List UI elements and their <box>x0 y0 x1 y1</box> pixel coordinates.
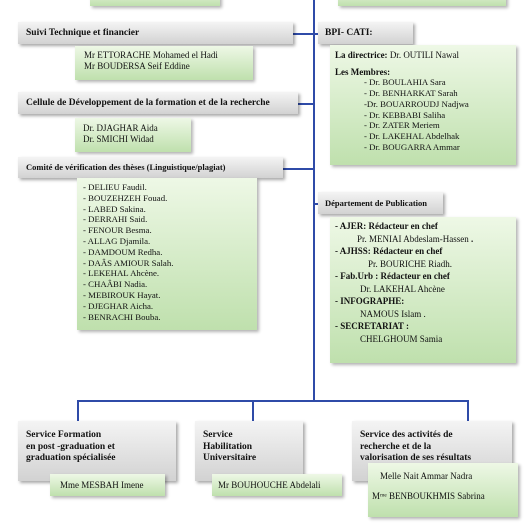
comite-members-box: - DELIEU Faudil. - BOUZEHZEH Fouad. - LA… <box>77 178 257 330</box>
publication-entry-label: - INFOGRAPHE: <box>335 296 405 306</box>
comite-title: Comité de vérification des thèses (Lingu… <box>26 162 226 172</box>
bpi-header: BPI- CATI: <box>318 22 413 44</box>
publication-connector <box>313 203 319 205</box>
bpi-member: - Dr. KEBBABI Saliha <box>364 109 446 120</box>
suivi-title: Suivi Technique et financier <box>26 28 140 38</box>
publication-entry-name: NAMOUS Islam . <box>360 308 426 319</box>
comite-member: - LABED Sakina. <box>83 203 146 214</box>
bpi-directrice-line: La directrice: Dr. OUTILI Nawal <box>335 50 516 61</box>
publication-header: Département de Publication <box>318 192 443 214</box>
comite-member: - DAÂS AMIOUR Salah. <box>83 257 174 268</box>
publication-title: Département de Publication <box>325 198 427 208</box>
service-formation-members-box: Mme MESBAH Imene <box>50 474 165 496</box>
comite-member: - MEBIROUK Hayat. <box>83 289 161 300</box>
bpi-membres-label: Les Membres: <box>335 66 391 77</box>
cellule-member: Dr. DJAGHAR Aida <box>83 123 158 133</box>
comite-member: - DERRAHI Said. <box>83 214 148 225</box>
suivi-member: Mr BOUDERSA Seif Eddine <box>84 60 190 71</box>
comite-member: - DJEGHAR Aicha. <box>83 300 154 311</box>
cellule-connector <box>298 103 314 105</box>
cellule-member: Dr. SMICHI Widad <box>83 133 154 144</box>
publication-entry-name: Pr. BOURICHE Riadh. <box>368 258 453 269</box>
bpi-member: - Dr. ZATER Meriem <box>364 120 440 131</box>
service-formation-header: Service Formation en post -graduation et… <box>18 421 176 481</box>
publication-entry-label: - AJHSS: Rédacteur en chef <box>335 246 443 256</box>
comite-member: - LEKEHAL Ahcène. <box>83 268 160 279</box>
service-habilitation-members-box: Mr BOUHOUCHE Abdelali <box>212 474 342 496</box>
publication-entry-label: - AJER: Rédacteur en chef <box>335 221 438 231</box>
comite-member: - DELIEU Faudil. <box>83 182 147 192</box>
publication-entry-name: CHELGHOUM Samia <box>360 333 443 344</box>
comite-connector <box>282 168 314 170</box>
bpi-directrice-label: La directrice: <box>335 50 388 60</box>
cellule-header: Cellule de Développement de la formation… <box>18 92 298 114</box>
comite-member: - BENRACHI Bouba. <box>83 311 161 322</box>
comite-member: - ALLAG Djamila. <box>83 235 151 246</box>
comite-member: - FENOUR Besma. <box>83 225 152 236</box>
top-right-box-partial <box>338 0 506 6</box>
main-trunk-line <box>313 0 315 400</box>
publication-entry-label: - Fab.Urb : Rédacteur en chef <box>335 271 450 281</box>
service-recherche-member: Melle Nait Ammar Nadra <box>380 471 473 481</box>
publication-entries-box: - AJER: Rédacteur en chef Pr. MENIAI Abd… <box>330 217 516 363</box>
suivi-header: Suivi Technique et financier <box>18 22 293 44</box>
bpi-members-box: La directrice: Dr. OUTILI Nawal Les Memb… <box>330 45 516 165</box>
service-habilitation-header: Service Habilitation Universitaire <box>195 421 303 481</box>
service-recherche-member: Mᵐᵉ BENBOUKHMIS Sabrina <box>372 491 485 501</box>
bottom-drop-2 <box>252 400 254 421</box>
bottom-drop-1 <box>77 400 79 421</box>
comite-member: - DAMDOUM Redha. <box>83 246 163 257</box>
cellule-title: Cellule de Développement de la formation… <box>26 98 270 108</box>
service-habilitation-member: Mr BOUHOUCHE Abdelali <box>218 480 321 490</box>
bpi-title: BPI- CATI: <box>325 28 373 38</box>
bpi-member: - Dr. BENHARKAT Sarah <box>364 87 458 98</box>
publication-entry-label: - SECRETARIAT : <box>335 321 410 331</box>
bpi-member: - Dr. LAKEHAL Abdelhak <box>364 131 460 142</box>
comite-member: - CHAÂBI Nadia. <box>83 279 148 290</box>
suivi-members-box: Mr ETTORACHE Mohamed el Hadi Mr BOUDERSA… <box>75 46 253 80</box>
top-left-box-partial <box>90 0 220 6</box>
bpi-member: - Dr. BOULAHIA Sara <box>364 77 446 88</box>
comite-member: - BOUZEHZEH Fouad. <box>83 192 168 203</box>
publication-entry-name: Dr. LAKEHAL Ahcène <box>360 283 445 294</box>
publication-entry-name: Pr. MENIAI Abdeslam-Hassen . <box>357 233 474 244</box>
comite-header: Comité de vérification des thèses (Lingu… <box>18 157 283 178</box>
bpi-member: -Dr. BOUARROUDJ Nadjwa <box>364 98 469 109</box>
bpi-connector <box>313 33 319 35</box>
cellule-members-box: Dr. DJAGHAR Aida Dr. SMICHI Widad <box>75 118 191 152</box>
service-recherche-members-box: Melle Nait Ammar Nadra Mᵐᵉ BENBOUKHMIS S… <box>368 463 518 517</box>
bottom-drop-3 <box>467 400 469 421</box>
suivi-connector <box>292 33 314 35</box>
bpi-directrice-name: Dr. OUTILI Nawal <box>389 50 460 60</box>
bpi-member: - Dr. BOUGARRA Ammar <box>364 141 460 152</box>
bottom-bus-line <box>77 400 468 402</box>
suivi-member: Mr ETTORACHE Mohamed el Hadi <box>84 50 218 60</box>
service-formation-member: Mme MESBAH Imene <box>60 480 144 490</box>
